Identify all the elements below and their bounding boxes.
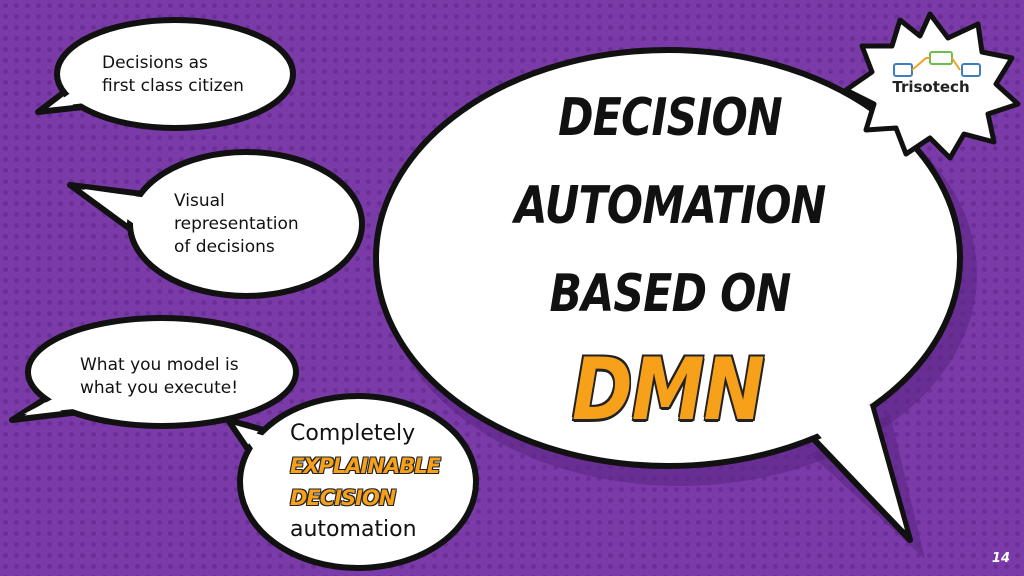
page-number: 14	[991, 551, 1010, 566]
logo-starburst	[843, 11, 1021, 161]
bubble-2-text: Visual representation of decisions	[174, 190, 299, 259]
main-title-line-1: Decision	[558, 88, 782, 148]
bubble-1-line-1: Decisions as	[102, 53, 208, 73]
dmn-acronym: DMN	[571, 340, 765, 440]
bubble-2-line-2: representation	[174, 214, 299, 234]
bubble-4-shape	[225, 393, 479, 571]
main-title-line-3: based on	[549, 264, 792, 324]
bubble-3-line-2: what you execute!	[80, 378, 239, 398]
bubble-1-text: Decisions as first class citizen	[102, 52, 244, 98]
bubble-2-line-3: of decisions	[174, 237, 275, 257]
bubble-2-shape	[67, 149, 365, 299]
bubble-2-line-1: Visual	[174, 191, 225, 211]
main-title: Decision Automation based on DMN	[470, 74, 870, 438]
bubble-3-shape	[9, 315, 299, 429]
bubble-3-line-1: What you model is	[80, 355, 239, 375]
trisotech-logo-mark	[893, 51, 981, 77]
bubble-3-text: What you model is what you execute!	[80, 354, 239, 400]
explainable-line-4: automation	[290, 517, 417, 542]
explainable-line-1: Completely	[290, 421, 416, 446]
bubble-1-shape	[35, 17, 296, 131]
bubble-1-line-2: first class citizen	[102, 76, 244, 96]
main-title-line-2: Automation	[514, 176, 826, 236]
main-speech-bubble	[373, 47, 963, 543]
bubble-4-text: Completely Explainable Decision automati…	[290, 418, 441, 546]
trisotech-logo-text: Trisotech	[892, 78, 970, 96]
explainable-highlight-2: Decision	[290, 486, 396, 510]
explainable-highlight-1: Explainable	[290, 454, 441, 478]
